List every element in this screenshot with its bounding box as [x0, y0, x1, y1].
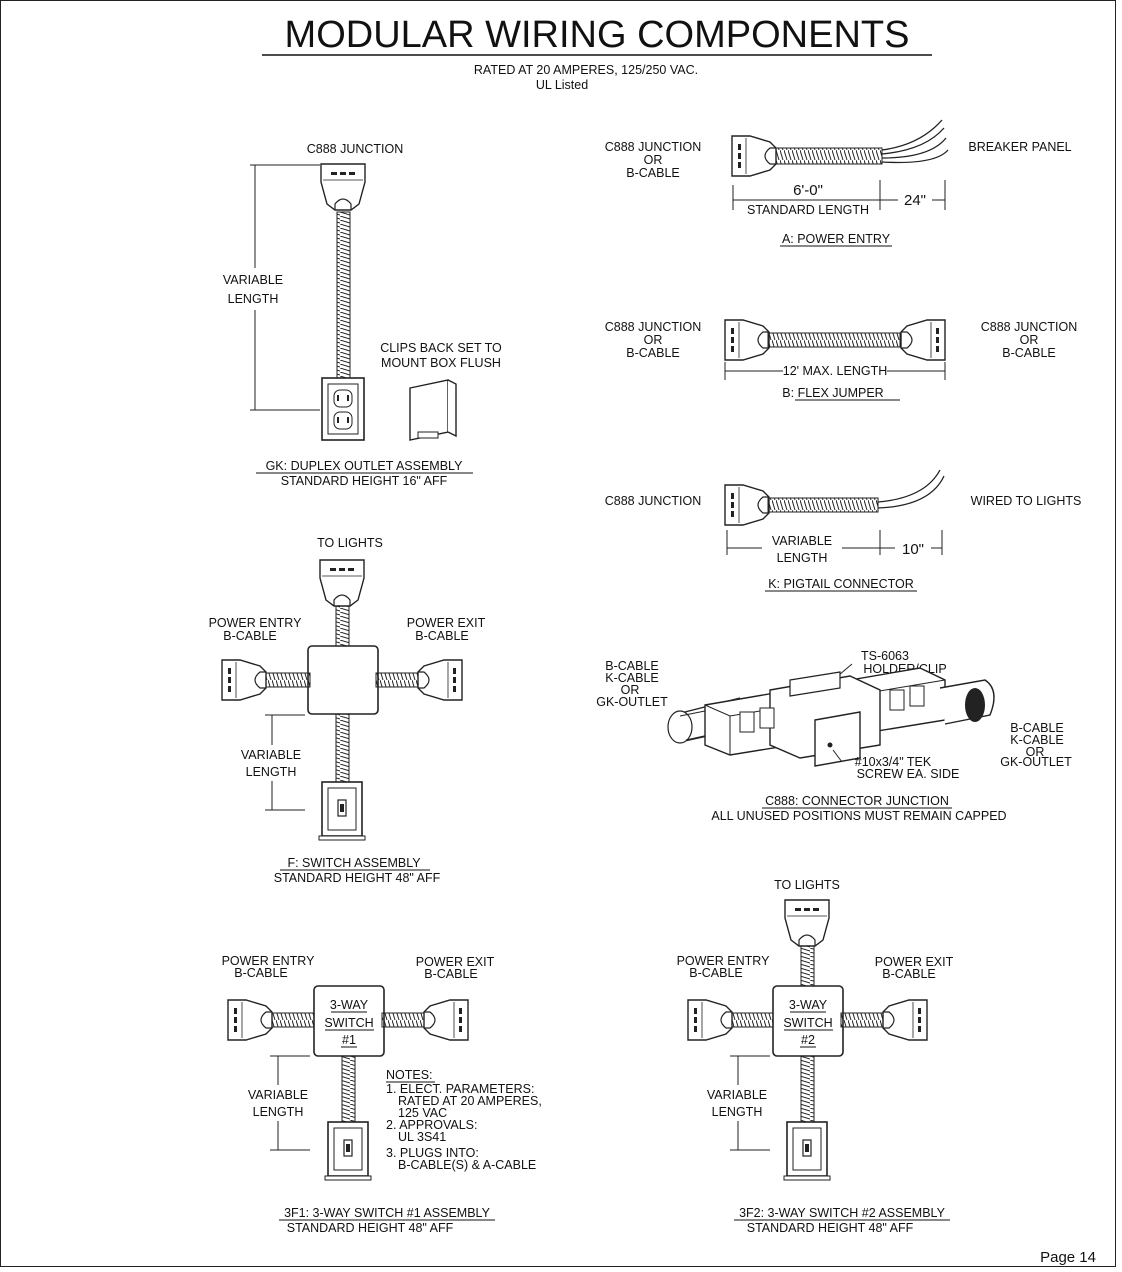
note-line: 2. APPROVALS: [386, 1118, 477, 1132]
sw2-subcaption: STANDARD HEIGHT 48" AFF [747, 1221, 914, 1235]
sw2-box-2: SWITCH [783, 1016, 832, 1030]
flex-jumper-right-3: B-CABLE [1002, 346, 1056, 360]
sw1-exit-2: B-CABLE [424, 967, 478, 981]
power-entry-dim-length: 6'-0" [793, 182, 823, 199]
sw1-exit-1: POWER EXIT [416, 955, 495, 969]
gk-top-label: C888 JUNCTION [307, 142, 404, 156]
page-number: Page 14 [1040, 1249, 1096, 1266]
note-line: UL 3S41 [398, 1130, 446, 1144]
note-line: B-CABLE(S) & A-CABLE [398, 1158, 536, 1172]
sw2-length: LENGTH [712, 1105, 763, 1119]
gk-length-label: LENGTH [228, 292, 279, 306]
pigtail-left: C888 JUNCTION [605, 494, 702, 508]
pigtail-variable: VARIABLE [772, 534, 832, 548]
switch-f-entry-1: POWER ENTRY [209, 616, 302, 630]
flex-jumper-right-2: OR [1020, 333, 1039, 347]
note-line: 125 VAC [398, 1106, 447, 1120]
c888-right-1: B-CABLE [1010, 721, 1064, 735]
c888-screw-1: #10x3/4" TEK [855, 755, 932, 769]
pigtail-right: WIRED TO LIGHTS [971, 494, 1082, 508]
c888-left-4: GK-OUTLET [596, 695, 668, 709]
power-entry-left-1: C888 JUNCTION [605, 140, 702, 154]
switch-f-caption: F: SWITCH ASSEMBLY [287, 856, 421, 870]
gk-duplex-outlet-assembly: C888 JUNCTION VARIABLE LENGTH CLIPS BACK… [218, 142, 502, 488]
gk-clips-note-1: CLIPS BACK SET TO [380, 341, 502, 355]
flex-jumper-left-2: OR [644, 333, 663, 347]
sw2-box-3: #2 [801, 1033, 815, 1047]
c888-holder-1: TS-6063 [861, 649, 909, 663]
power-entry-left-2: OR [644, 153, 663, 167]
power-entry-dim-tail: 24" [904, 192, 926, 209]
c888-caption: C888: CONNECTOR JUNCTION [765, 794, 949, 808]
power-entry-assembly: C888 JUNCTION OR B-CABLE BREAKER PANEL 6… [605, 119, 1072, 247]
sw1-box-1: 3-WAY [330, 998, 369, 1012]
pigtail-caption: K: PIGTAIL CONNECTOR [768, 577, 914, 591]
flex-jumper-assembly: C888 JUNCTION OR B-CABLE C888 JUNCTION O… [605, 319, 1078, 401]
sw1-entry-1: POWER ENTRY [222, 954, 315, 968]
switch-f-variable: VARIABLE [241, 748, 301, 762]
sw2-box-1: 3-WAY [789, 998, 828, 1012]
flex-jumper-left-3: B-CABLE [626, 346, 680, 360]
sw1-entry-2: B-CABLE [234, 966, 288, 980]
switch-f-exit-1: POWER EXIT [407, 616, 486, 630]
sw1-box-2: SWITCH [324, 1016, 373, 1030]
c888-subcaption: ALL UNUSED POSITIONS MUST REMAIN CAPPED [711, 809, 1006, 823]
switch-f-entry-2: B-CABLE [223, 629, 277, 643]
gk-subcaption: STANDARD HEIGHT 16" AFF [281, 474, 448, 488]
pigtail-dim-tail: 10" [902, 541, 924, 558]
power-entry-left-3: B-CABLE [626, 166, 680, 180]
pigtail-connector-assembly: C888 JUNCTION WIRED TO LIGHTS VARIABLE L… [605, 469, 1082, 592]
notes-block: NOTES: 1. ELECT. PARAMETERS: RATED AT 20… [386, 1068, 542, 1172]
c888-screw-2: SCREW EA. SIDE [857, 767, 960, 781]
power-entry-right: BREAKER PANEL [968, 140, 1071, 154]
pigtail-length: LENGTH [777, 551, 828, 565]
sw1-subcaption: STANDARD HEIGHT 48" AFF [287, 1221, 454, 1235]
c888-left-3: OR [621, 683, 640, 697]
flex-jumper-dim: 12' MAX. LENGTH [783, 364, 888, 378]
listing-text: UL Listed [536, 78, 588, 92]
sw1-caption: 3F1: 3-WAY SWITCH #1 ASSEMBLY [284, 1206, 491, 1220]
sw1-variable: VARIABLE [248, 1088, 308, 1102]
sw2-exit-1: POWER EXIT [875, 955, 954, 969]
page-title: MODULAR WIRING COMPONENTS [285, 14, 910, 56]
flex-jumper-right-1: C888 JUNCTION [981, 320, 1078, 334]
gk-variable-label: VARIABLE [223, 273, 283, 287]
c888-right-4: GK-OUTLET [1000, 755, 1072, 769]
sw1-box-3: #1 [342, 1033, 356, 1047]
three-way-switch-2-assembly: TO LIGHTS POWER ENTRY B-CABLE POWER EXIT… [677, 878, 954, 1235]
note-line: 1. ELECT. PARAMETERS: [386, 1082, 534, 1096]
switch-f-assembly: TO LIGHTS POWER ENTRY B-CABLE POWER EXIT… [209, 536, 486, 885]
flex-jumper-caption: B: FLEX JUMPER [782, 386, 883, 400]
switch-f-subcaption: STANDARD HEIGHT 48" AFF [274, 871, 441, 885]
rating-text: RATED AT 20 AMPERES, 125/250 VAC. [474, 63, 698, 77]
gk-clips-note-2: MOUNT BOX FLUSH [381, 356, 501, 370]
power-entry-caption: A: POWER ENTRY [782, 232, 891, 246]
switch-f-top: TO LIGHTS [317, 536, 383, 550]
gk-caption: GK: DUPLEX OUTLET ASSEMBLY [266, 459, 463, 473]
note-line: 3. PLUGS INTO: [386, 1146, 479, 1160]
sw2-caption: 3F2: 3-WAY SWITCH #2 ASSEMBLY [739, 1206, 946, 1220]
sw2-exit-2: B-CABLE [882, 967, 936, 981]
notes-heading: NOTES: [386, 1068, 433, 1082]
note-line: RATED AT 20 AMPERES, [398, 1094, 542, 1108]
power-entry-std-length: STANDARD LENGTH [747, 203, 869, 217]
switch-f-exit-2: B-CABLE [415, 629, 469, 643]
sw2-entry-2: B-CABLE [689, 966, 743, 980]
switch-f-length: LENGTH [246, 765, 297, 779]
c888-left-1: B-CABLE [605, 659, 659, 673]
sw1-length: LENGTH [253, 1105, 304, 1119]
c888-right-3: OR [1026, 745, 1045, 759]
c888-right-2: K-CABLE [1010, 733, 1064, 747]
sw2-variable: VARIABLE [707, 1088, 767, 1102]
c888-left-2: K-CABLE [605, 671, 659, 685]
sw2-top: TO LIGHTS [774, 878, 840, 892]
sw2-entry-1: POWER ENTRY [677, 954, 770, 968]
flex-jumper-left-1: C888 JUNCTION [605, 320, 702, 334]
c888-connector-junction: TS-6063 HOLDER/CLIP B-CABLE K-CABLE OR G… [596, 649, 1072, 823]
three-way-switch-1-assembly: POWER ENTRY B-CABLE POWER EXIT B-CABLE 3… [222, 954, 495, 1235]
